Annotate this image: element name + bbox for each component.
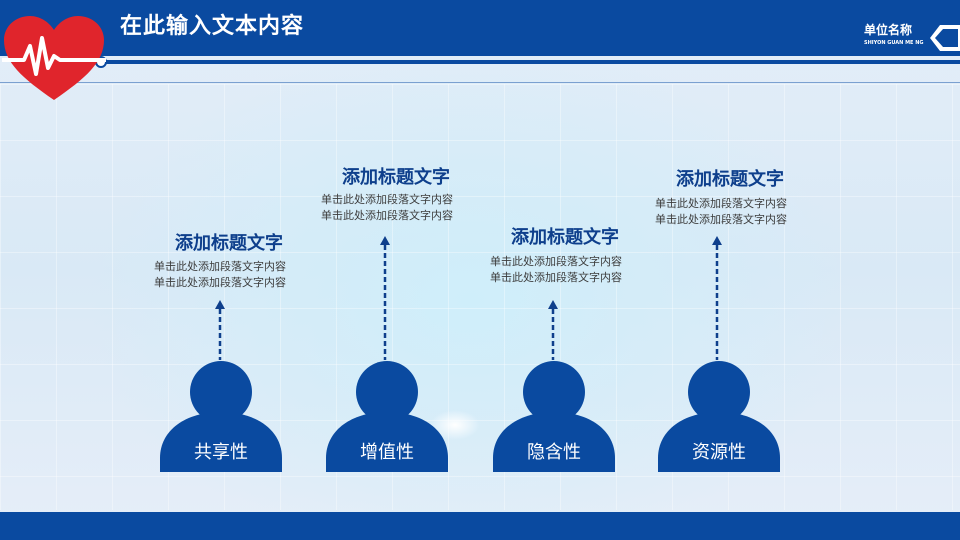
heartbeat-heart-icon — [2, 16, 106, 100]
person-label-2: 增值性 — [360, 442, 414, 463]
item-desc-1b[interactable]: 单击此处添加段落文字内容 — [154, 276, 286, 289]
person-icon — [658, 361, 780, 472]
background-grid — [0, 84, 960, 510]
person-label-3: 隐含性 — [527, 442, 581, 463]
arrow-up-icon — [548, 300, 558, 360]
person-label-1: 共享性 — [194, 442, 248, 463]
arrow-up-icon — [215, 300, 225, 360]
tag-arrow-icon — [930, 25, 960, 51]
item-desc-3a[interactable]: 单击此处添加段落文字内容 — [490, 255, 622, 268]
person-icon — [493, 361, 615, 472]
item-desc-4a[interactable]: 单击此处添加段落文字内容 — [655, 197, 787, 210]
unit-subtitle: SHIYON GUAN ME NG — [864, 40, 924, 46]
item-desc-2a[interactable]: 单击此处添加段落文字内容 — [321, 193, 453, 206]
person-label-4: 资源性 — [692, 442, 746, 463]
header-bar — [0, 0, 960, 56]
page-title: 在此输入文本内容 — [120, 14, 305, 39]
unit-name: 单位名称 — [864, 23, 913, 37]
footer-bar — [0, 512, 960, 540]
item-desc-4b[interactable]: 单击此处添加段落文字内容 — [655, 213, 787, 226]
arrow-up-icon — [380, 236, 390, 360]
item-desc-3b[interactable]: 单击此处添加段落文字内容 — [490, 271, 622, 284]
arrow-up-icon — [712, 236, 722, 360]
item-desc-1a[interactable]: 单击此处添加段落文字内容 — [154, 260, 286, 273]
item-title-2[interactable]: 添加标题文字 — [342, 167, 450, 188]
divider-line — [0, 82, 960, 83]
item-desc-2b[interactable]: 单击此处添加段落文字内容 — [321, 209, 453, 222]
item-title-3[interactable]: 添加标题文字 — [511, 227, 619, 248]
item-title-4[interactable]: 添加标题文字 — [676, 169, 784, 190]
header-underline — [100, 60, 960, 64]
person-icon — [160, 361, 282, 472]
person-icon — [326, 361, 448, 472]
item-title-1[interactable]: 添加标题文字 — [175, 233, 283, 254]
